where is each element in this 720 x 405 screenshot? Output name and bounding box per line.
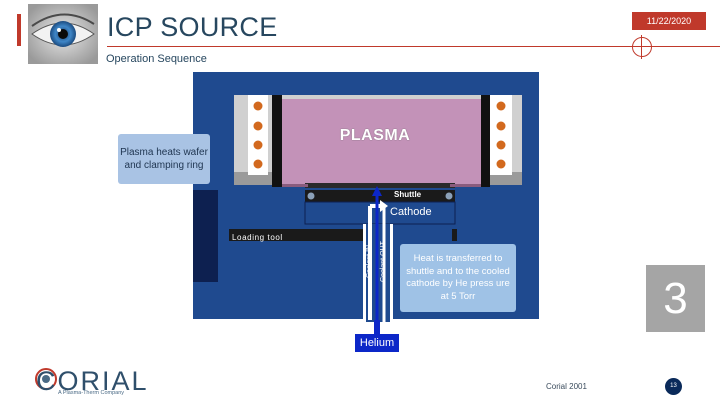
- eye-image: [28, 4, 98, 64]
- plasma-zone: [282, 99, 481, 185]
- section-subtitle: Operation Sequence: [106, 53, 207, 65]
- page-title: ICP SOURCE: [107, 12, 278, 42]
- loading-tool-label: Loading tool: [232, 233, 283, 242]
- loading-tool: [229, 229, 363, 241]
- header-divider: [107, 46, 720, 47]
- helium-label: Helium: [355, 334, 399, 352]
- shuttle-label: Shuttle: [394, 190, 422, 199]
- corial-logo: [35, 368, 57, 390]
- cathode-label: Cathode: [390, 206, 432, 218]
- corial-tagline: A Plasma-Therm Company: [58, 390, 125, 396]
- crosshair-icon: [630, 35, 654, 59]
- coil-left: [248, 95, 268, 175]
- coolant-out-label: Coolant OUT: [380, 241, 387, 282]
- title-accent-bar: [17, 14, 21, 46]
- heat-transfer-callout: Heat is transferred to shuttle and to th…: [400, 244, 516, 312]
- plasma-label: PLASMA: [339, 127, 411, 144]
- page-number: 13: [665, 378, 682, 395]
- coolant-in-label: Coolant IN: [366, 244, 373, 278]
- coil-right: [490, 95, 512, 175]
- step-number-badge: 3: [646, 265, 705, 332]
- corial-logo-text: CORIAL: [36, 366, 149, 396]
- footer-company-year: Corial 2001: [546, 382, 587, 391]
- date-badge: 11/22/2020: [632, 12, 706, 30]
- plasma-heats-callout: Plasma heats wafer and clamping ring: [118, 134, 210, 184]
- left-support-block: [193, 190, 218, 282]
